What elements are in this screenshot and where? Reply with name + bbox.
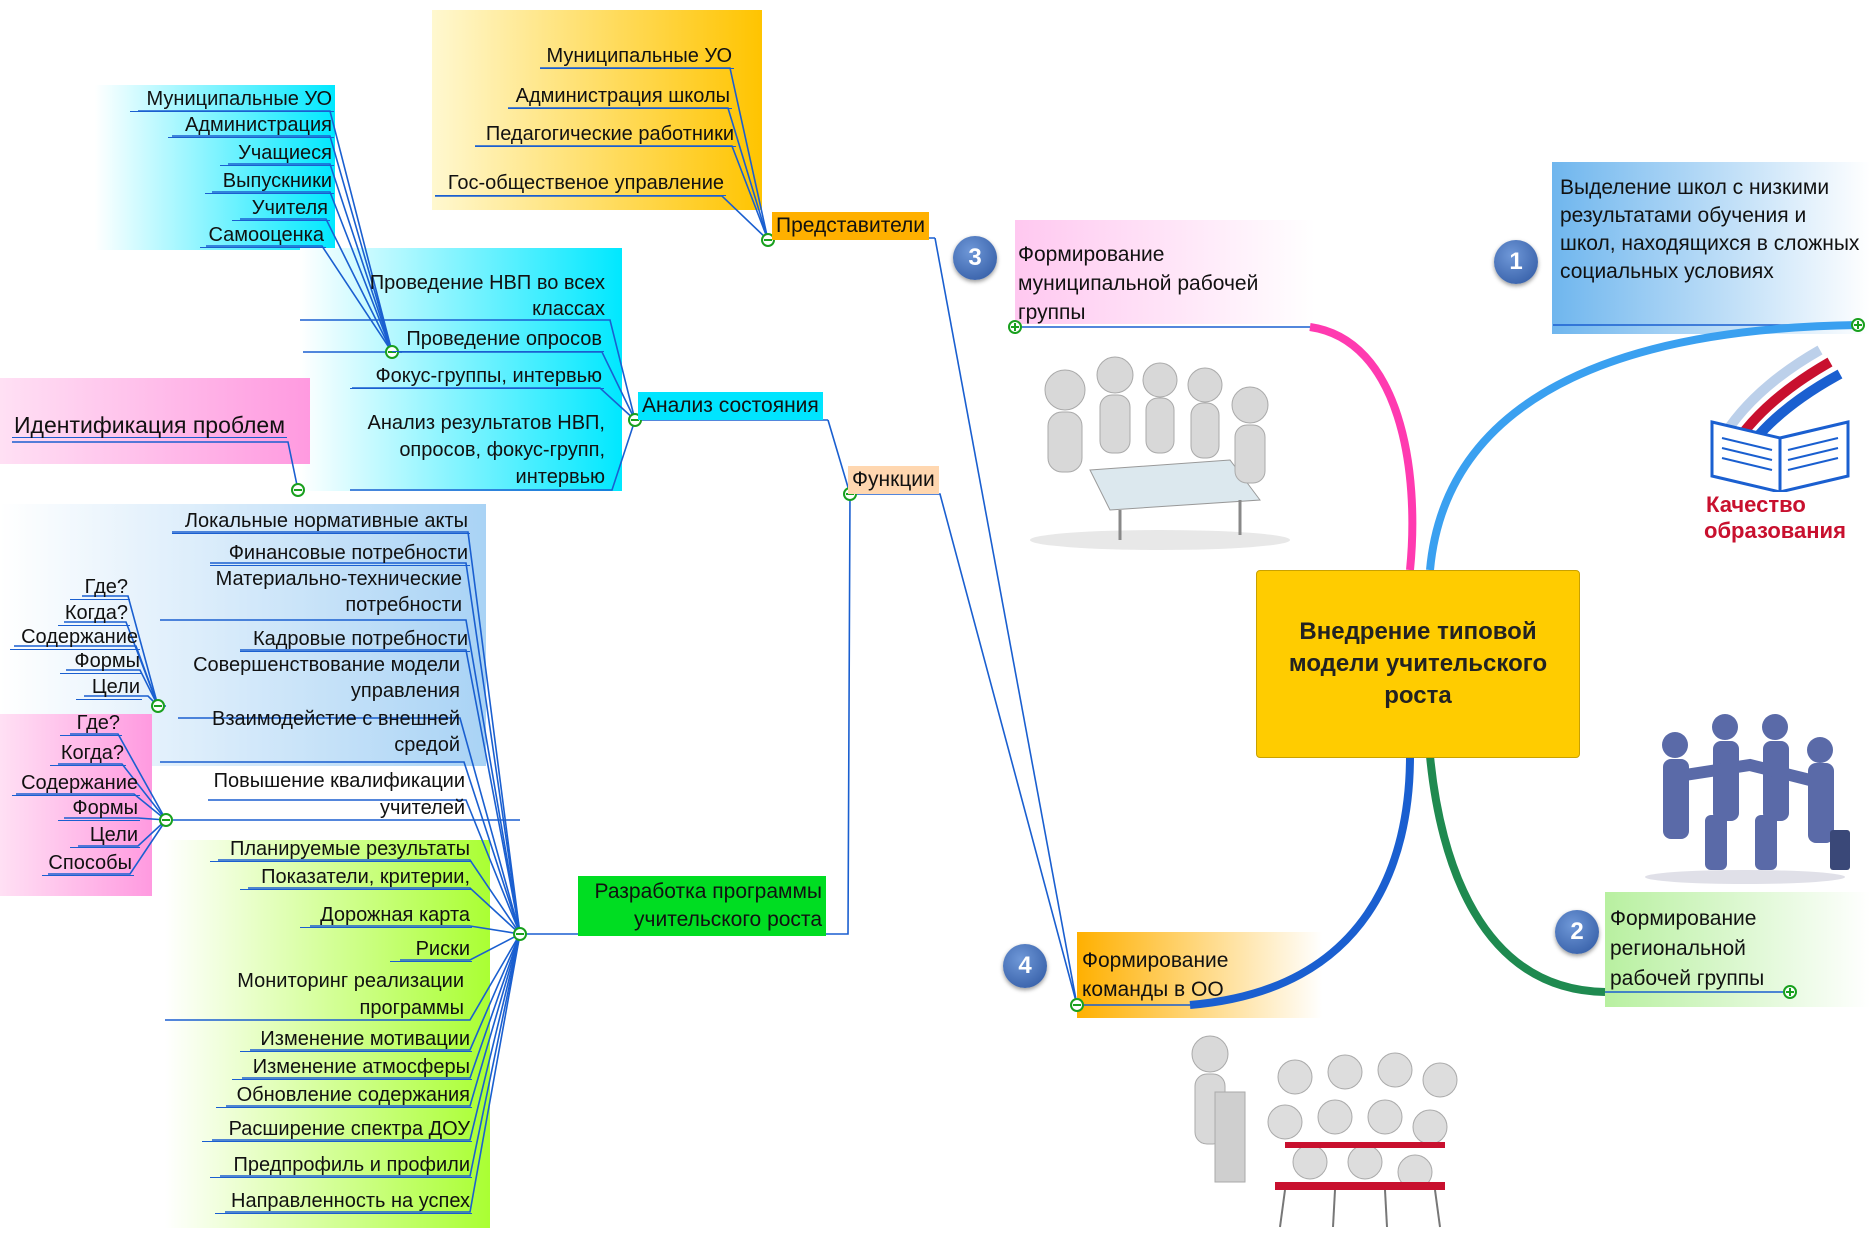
- branch-2-number: 2: [1555, 910, 1599, 954]
- branch-3-label[interactable]: Формирование муниципальной рабочей групп…: [1018, 243, 1259, 324]
- b3-bg: [1015, 220, 1315, 324]
- predstaviteli-item-1[interactable]: Муниципальные УО: [540, 45, 734, 69]
- green-group-bg: [165, 840, 490, 1228]
- audience-image: [1175, 1022, 1485, 1237]
- green-item-11[interactable]: Направленность на успех: [215, 1190, 472, 1214]
- analiz-item-1[interactable]: Проведение НВП во всех классах: [369, 272, 605, 320]
- blue-item-4[interactable]: Кадровые потребности: [240, 628, 470, 652]
- analiz-sub-6[interactable]: Самооценка: [200, 224, 326, 248]
- branch-2-label[interactable]: Формирование региональной рабочей группы: [1610, 907, 1765, 990]
- b1-bg: [1552, 162, 1870, 334]
- analiz-item-3[interactable]: Фокус-группы, интервью: [350, 365, 604, 389]
- meeting-table-image: [1020, 350, 1300, 550]
- pink-sub-2[interactable]: Когда?: [50, 742, 126, 766]
- book-flag-icon: [1710, 345, 1850, 494]
- blue-item-1[interactable]: Локальные нормативные акты: [172, 510, 470, 534]
- blue-sub-2[interactable]: Когда?: [58, 602, 130, 626]
- branch-1-label[interactable]: Выделение школ с низкими результатами об…: [1560, 176, 1860, 283]
- team-handshake-image: [1635, 705, 1860, 885]
- green-item-9[interactable]: Расширение спектра ДОУ: [202, 1118, 472, 1142]
- pink-sub-6[interactable]: Способы: [42, 852, 134, 876]
- analiz-sub-5[interactable]: Учителя: [232, 197, 330, 221]
- green-item-10[interactable]: Предпрофиль и профили: [210, 1154, 472, 1178]
- quality-education-logo: Качество образования: [1700, 342, 1870, 562]
- razrabotka-node[interactable]: Разработка программы учительского роста: [578, 876, 826, 936]
- blue-item-6[interactable]: Взаимодейстие с внешней средой: [212, 708, 460, 756]
- analiz-item-2[interactable]: Проведение опросов: [392, 328, 604, 352]
- analiz-item-4[interactable]: Анализ результатов НВП, опросов, фокус-г…: [367, 412, 606, 488]
- pink-sub-1[interactable]: Где?: [60, 712, 122, 736]
- analiz-items-bg: [300, 248, 622, 491]
- green-item-1[interactable]: Планируемые результаты: [210, 838, 472, 862]
- funkcii-node[interactable]: Функции: [848, 466, 939, 494]
- central-topic[interactable]: Внедрение типовой модели учительского ро…: [1256, 570, 1580, 758]
- green-item-2[interactable]: Показатели, критерии,: [240, 866, 472, 890]
- blue-item-3[interactable]: Материально-технические потребности: [215, 568, 462, 616]
- predstaviteli-node[interactable]: Представители: [772, 212, 930, 240]
- blue-sub-4[interactable]: Формы: [60, 650, 142, 674]
- predstaviteli-item-3[interactable]: Педагогические работники: [475, 123, 736, 147]
- branch-1-number: 1: [1494, 240, 1538, 284]
- green-item-6[interactable]: Изменение мотивации: [240, 1028, 472, 1052]
- analiz-sub-4[interactable]: Выпускники: [205, 170, 334, 194]
- branch-4-label[interactable]: Формирование команды в ОО: [1082, 949, 1229, 1001]
- branch-4-number: 4: [1003, 944, 1047, 988]
- blue-sub-3[interactable]: Содержание: [10, 626, 140, 650]
- b2-bg: [1605, 892, 1870, 1007]
- blue-sub-5[interactable]: Цели: [76, 676, 142, 700]
- logo-text-1: Качество: [1706, 492, 1806, 517]
- green-item-8[interactable]: Обновление содержания: [216, 1084, 472, 1108]
- branch-3-number: 3: [953, 236, 997, 280]
- logo-text-2: образования: [1704, 518, 1846, 543]
- green-item-4[interactable]: Риски: [390, 938, 472, 962]
- predstaviteli-item-4[interactable]: Гос-общественое управление: [435, 172, 726, 196]
- pink-sub-3[interactable]: Содержание: [12, 772, 140, 796]
- pink-group-bg: [0, 714, 152, 896]
- predstaviteli-bg: [432, 10, 762, 210]
- green-item-3[interactable]: Дорожная карта: [300, 904, 472, 928]
- identifikaciya-node[interactable]: Идентификация проблем: [12, 412, 288, 438]
- green-item-5[interactable]: Мониторинг реализации программы: [237, 970, 464, 1019]
- pink-item[interactable]: Повышение квалификации учителей: [213, 770, 465, 819]
- identifikaciya-bg: [0, 378, 310, 464]
- blue-item-5[interactable]: Совершенствование модели управления: [193, 654, 460, 702]
- pink-sub-4[interactable]: Формы: [58, 797, 140, 821]
- blue-sub-1[interactable]: Где?: [70, 576, 130, 600]
- analiz-node[interactable]: Анализ состояния: [638, 392, 823, 420]
- blue-item-2[interactable]: Финансовые потребности: [210, 542, 470, 566]
- pink-sub-5[interactable]: Цели: [70, 824, 140, 848]
- analiz-sub-bg: [95, 85, 335, 250]
- analiz-sub-1[interactable]: Муниципальные УО: [130, 88, 334, 112]
- green-item-7[interactable]: Изменение атмосферы: [232, 1056, 472, 1080]
- analiz-sub-3[interactable]: Учащиеся: [220, 142, 334, 166]
- analiz-sub-2[interactable]: Администрация: [168, 114, 334, 138]
- central-topic-label: Внедрение типовой модели учительского ро…: [1288, 618, 1548, 709]
- predstaviteli-item-2[interactable]: Администрация школы: [508, 85, 732, 109]
